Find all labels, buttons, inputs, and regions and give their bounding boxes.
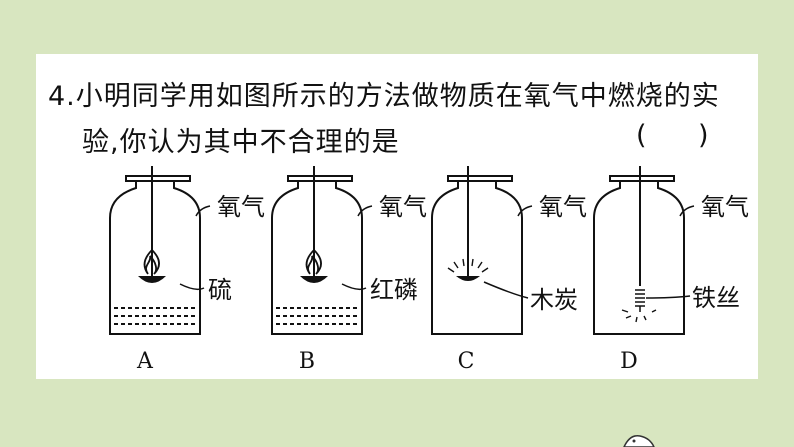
substance-label-a: 硫 (208, 276, 232, 304)
substance-label-c: 木炭 (530, 286, 578, 314)
charcoal-spoon (456, 276, 480, 281)
question-number: 4. (48, 81, 76, 112)
gas-label-c: 氧气 (539, 193, 587, 221)
question-line-2: 验,你认为其中不合理的是 (82, 127, 400, 158)
sulfur-spoon (138, 276, 166, 283)
glow-icon (447, 258, 489, 273)
option-letter-d: D (620, 349, 638, 374)
water-layer (114, 307, 196, 325)
flame-icon (143, 248, 160, 275)
option-letter-a: A (136, 349, 154, 374)
gas-label-b: 氧气 (379, 193, 427, 221)
gas-label-d: 氧气 (701, 193, 749, 221)
question-line-1: 4.小明同学用如图所示的方法做物质在氧气中燃烧的实 (48, 74, 720, 113)
question-text-1: 小明同学用如图所示的方法做物质在氧气中燃烧的实 (75, 81, 720, 112)
option-letter-c: C (458, 349, 475, 374)
bottle-b (271, 166, 373, 335)
phosphorus-spoon (300, 276, 328, 283)
gas-label-a: 氧气 (217, 193, 265, 221)
sparks-icon (621, 309, 657, 323)
substance-label-b: 红磷 (370, 276, 418, 304)
bottle-d (593, 166, 695, 335)
water-layer (276, 307, 358, 325)
bottle-c (431, 166, 533, 335)
flame-icon (305, 248, 322, 275)
option-letter-b: B (299, 349, 315, 374)
iron-coil-icon (635, 289, 645, 312)
bottle-a (109, 166, 211, 335)
answer-blank[interactable]: ( ) (636, 120, 709, 151)
apparatus-diagram: 氧气 氧气 氧气 氧气 硫 红磷 木炭 铁丝 A B C D (109, 166, 749, 374)
substance-label-d: 铁丝 (692, 284, 740, 312)
question-card: 4.小明同学用如图所示的方法做物质在氧气中燃烧的实 验,你认为其中不合理的是 (… (36, 54, 758, 379)
decorative-bird-icon (623, 434, 655, 447)
